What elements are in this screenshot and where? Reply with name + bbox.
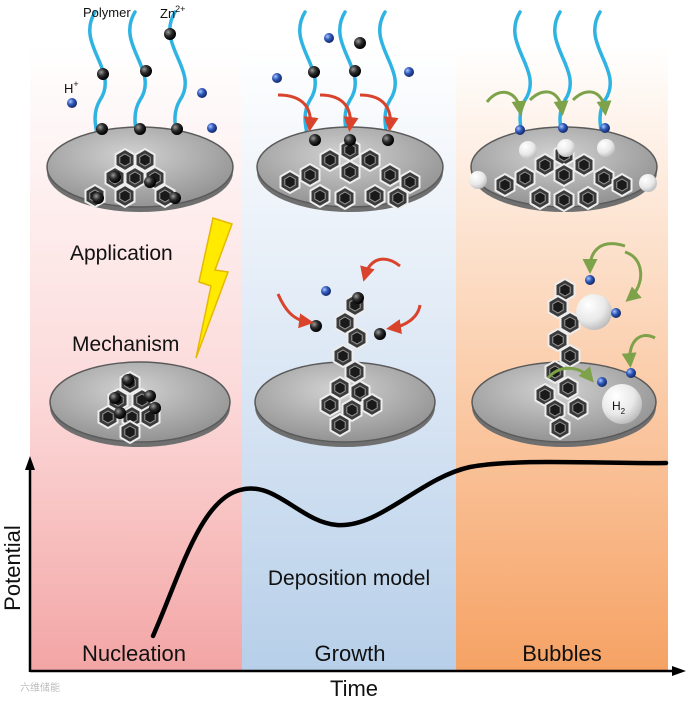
green-arrows-bubbles-top xyxy=(485,90,612,116)
green-arrows-bubbles-bottom xyxy=(546,242,656,383)
hydrogen-bubbles-top xyxy=(469,139,657,192)
time-axis-label: Time xyxy=(330,676,378,701)
hydrogen-bubbles-bottom xyxy=(576,294,642,424)
potential-time-axes xyxy=(25,456,686,676)
red-arrows-growth-bottom xyxy=(276,257,422,335)
lightning-bolt-icon xyxy=(195,217,233,359)
watermark: 六维储能 xyxy=(20,681,60,694)
stage-label-growth: Growth xyxy=(315,641,386,666)
zinc-ion-label: Zn2+ xyxy=(160,4,185,21)
potential-curve xyxy=(150,459,669,639)
mechanism-label: Mechanism xyxy=(72,333,179,356)
potential-axis-label: Potential xyxy=(0,525,25,611)
hydrogen-gas-label: H2 xyxy=(612,399,626,416)
proton-label: H+ xyxy=(64,79,79,96)
polymer-label: Polymer xyxy=(83,5,131,20)
proton-growth-bottom xyxy=(321,286,331,296)
stage-label-bubbles: Bubbles xyxy=(522,641,602,666)
stage-label-nucleation: Nucleation xyxy=(82,641,186,666)
application-label: Application xyxy=(70,242,173,265)
red-arrows-growth-top xyxy=(277,93,399,132)
deposition-model-label: Deposition model xyxy=(268,567,430,590)
